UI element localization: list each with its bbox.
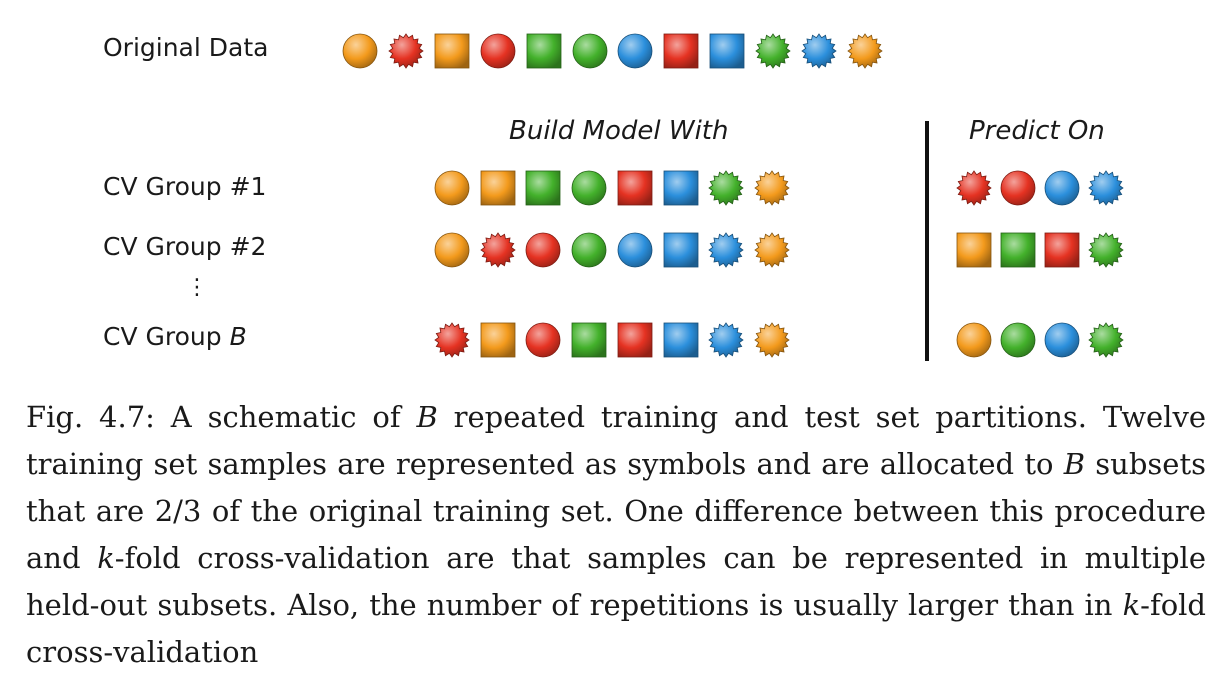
green-circle-symbol	[569, 230, 609, 270]
green-circle-symbol	[998, 320, 1038, 360]
red-star-symbol	[432, 320, 472, 360]
orange-star-symbol	[752, 320, 792, 360]
red-circle-symbol	[478, 31, 518, 71]
blue-circle-symbol	[615, 230, 655, 270]
green-star-symbol	[1086, 320, 1126, 360]
caption-var-b2: B	[1063, 447, 1086, 481]
orange-star-symbol	[752, 168, 792, 208]
cv-group-2-label: CV Group #2	[103, 232, 267, 261]
red-star-symbol	[954, 168, 994, 208]
orange-star-symbol	[845, 31, 885, 71]
blue-star-symbol	[706, 230, 746, 270]
orange-circle-symbol	[954, 320, 994, 360]
blue-circle-symbol	[1042, 168, 1082, 208]
blue-circle-symbol	[1042, 320, 1082, 360]
green-square-symbol	[998, 230, 1038, 270]
build-predict-divider	[925, 121, 929, 361]
cv-group-b-prefix: CV Group	[103, 322, 230, 351]
blue-square-symbol	[661, 320, 701, 360]
orange-square-symbol	[432, 31, 472, 71]
cv-group-b-predict-row	[954, 320, 1126, 360]
build-model-header: Build Model With	[509, 116, 729, 146]
cv-group-b-build-row	[432, 320, 792, 360]
blue-square-symbol	[707, 31, 747, 71]
predict-on-header: Predict On	[969, 116, 1105, 146]
figure-caption: Fig. 4.7: A schematic of B repeated trai…	[26, 394, 1206, 676]
original-data-row	[340, 31, 885, 71]
red-circle-symbol	[523, 320, 563, 360]
caption-text-4: -fold cross-validation are that samples …	[26, 541, 1206, 622]
caption-text-3: subsets that are 2/3 of the original tra…	[26, 447, 1206, 575]
blue-star-symbol	[706, 320, 746, 360]
red-square-symbol	[615, 168, 655, 208]
green-circle-symbol	[569, 168, 609, 208]
red-circle-symbol	[998, 168, 1038, 208]
cv-group-b-variable: B	[229, 322, 247, 351]
caption-var-k1: k	[97, 541, 115, 575]
green-square-symbol	[523, 168, 563, 208]
blue-star-symbol	[799, 31, 839, 71]
red-square-symbol	[661, 31, 701, 71]
original-data-label: Original Data	[103, 33, 269, 62]
green-star-symbol	[753, 31, 793, 71]
orange-star-symbol	[752, 230, 792, 270]
red-star-symbol	[386, 31, 426, 71]
green-star-symbol	[706, 168, 746, 208]
green-square-symbol	[569, 320, 609, 360]
blue-star-symbol	[1086, 168, 1126, 208]
caption-text-5: -fold cross-validation	[26, 588, 1206, 669]
cv-group-1-build-row	[432, 168, 792, 208]
orange-square-symbol	[954, 230, 994, 270]
caption-text-1: Fig. 4.7: A schematic of	[26, 400, 417, 434]
blue-square-symbol	[661, 168, 701, 208]
cv-group-1-label: CV Group #1	[103, 172, 267, 201]
red-square-symbol	[615, 320, 655, 360]
orange-square-symbol	[478, 320, 518, 360]
caption-var-b1: B	[416, 400, 438, 434]
red-square-symbol	[1042, 230, 1082, 270]
blue-circle-symbol	[615, 31, 655, 71]
orange-circle-symbol	[340, 31, 380, 71]
green-circle-symbol	[570, 31, 610, 71]
orange-circle-symbol	[432, 168, 472, 208]
orange-square-symbol	[478, 168, 518, 208]
green-star-symbol	[1086, 230, 1126, 270]
cv-group-2-build-row	[432, 230, 792, 270]
cv-group-1-predict-row	[954, 168, 1126, 208]
orange-circle-symbol	[432, 230, 472, 270]
green-square-symbol	[524, 31, 564, 71]
blue-square-symbol	[661, 230, 701, 270]
vertical-ellipsis: ⋮	[186, 275, 208, 300]
cv-group-2-predict-row	[954, 230, 1126, 270]
cv-group-b-label: CV Group B	[103, 322, 247, 351]
red-circle-symbol	[523, 230, 563, 270]
red-star-symbol	[478, 230, 518, 270]
caption-var-k2: k	[1122, 588, 1141, 622]
caption-text-2: repeated training and test set partition…	[26, 400, 1207, 481]
